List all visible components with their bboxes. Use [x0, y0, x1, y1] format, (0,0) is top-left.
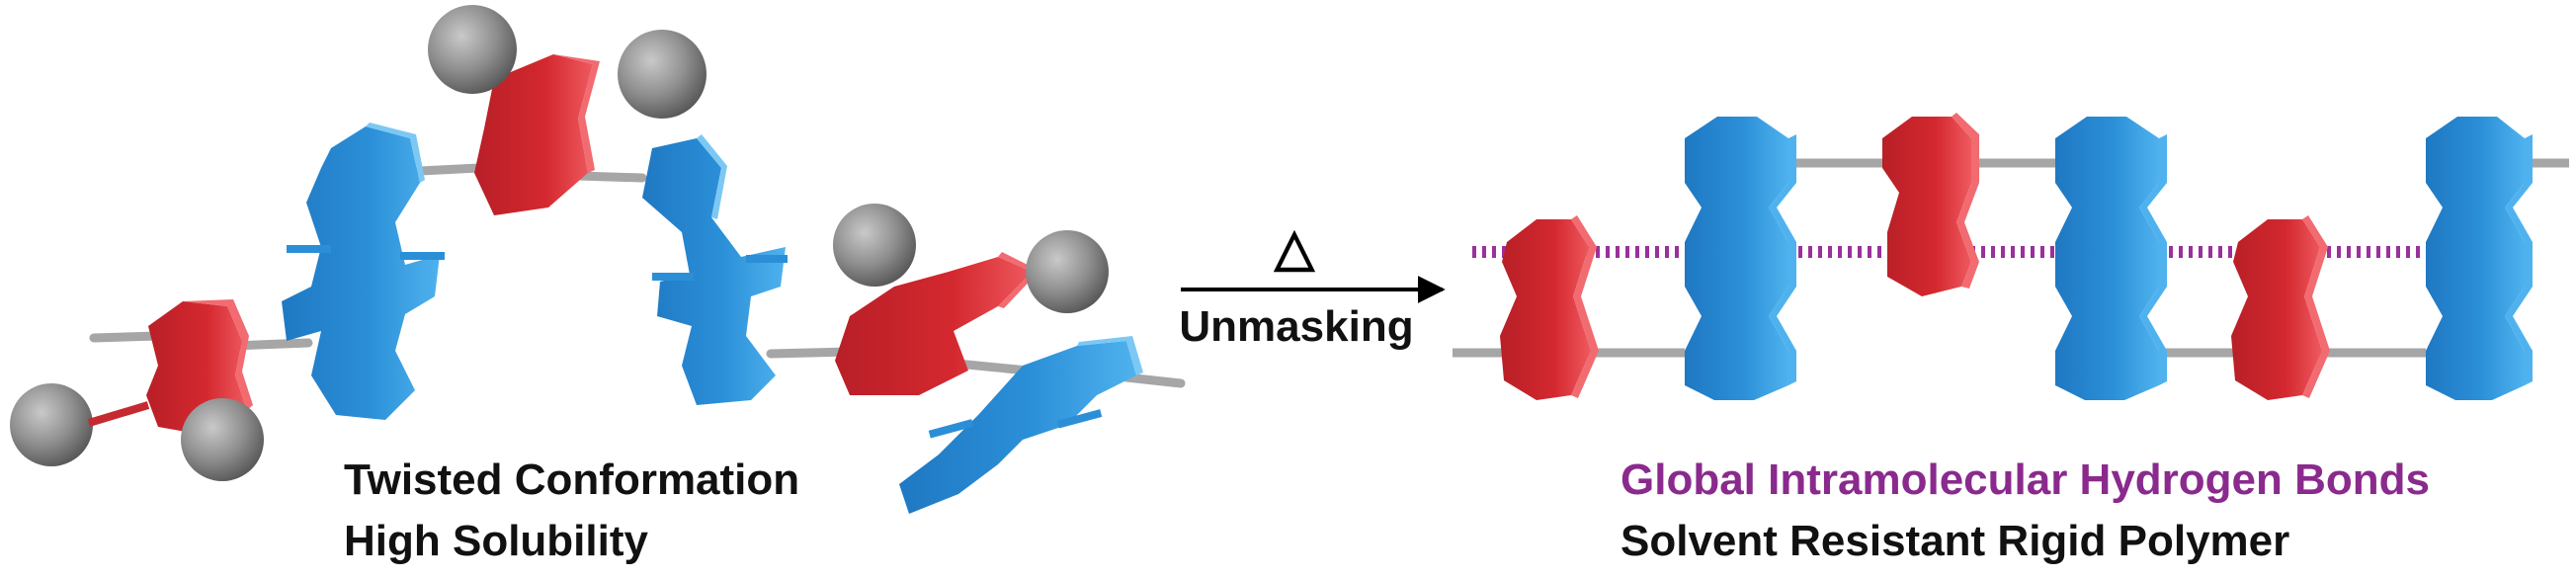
right-caption-line1: Global Intramolecular Hydrogen Bonds — [1620, 455, 2430, 504]
side-tab — [1056, 409, 1103, 429]
linker — [952, 359, 1033, 375]
linker — [89, 331, 163, 343]
right-caption-line2: Solvent Resistant Rigid Polymer — [1620, 517, 2289, 565]
blue-fused-ring-unit — [282, 123, 445, 420]
gray-sphere-protecting-group — [833, 204, 916, 287]
blue-fused-ring-unit — [1685, 117, 1796, 400]
gray-sphere-protecting-group — [618, 30, 706, 119]
left-caption-line2: High Solubility — [344, 517, 649, 565]
twisted-chain — [10, 5, 1186, 514]
side-tab — [746, 255, 788, 263]
gray-sphere-protecting-group — [181, 398, 264, 481]
gray-sphere-protecting-group — [10, 383, 93, 466]
planar-polymer — [1453, 113, 2569, 400]
reaction-arrow-group: △ Unmasking — [1179, 219, 1446, 351]
gray-sphere-protecting-group — [428, 5, 517, 94]
gray-sphere-protecting-group — [1026, 230, 1109, 313]
linker — [1122, 372, 1186, 388]
arrow-label: Unmasking — [1179, 302, 1413, 351]
side-tab — [287, 245, 331, 253]
linker — [87, 401, 150, 427]
blue-fused-ring-unit — [2426, 117, 2533, 400]
heat-triangle-icon: △ — [1273, 219, 1316, 277]
blue-fused-ring-unit — [2055, 117, 2167, 400]
blue-fused-ring-unit — [642, 134, 788, 405]
side-tab — [400, 252, 445, 260]
side-tab — [652, 273, 694, 281]
red-ring-unit — [1882, 113, 1979, 296]
linker — [573, 171, 647, 183]
side-tab — [928, 419, 974, 439]
blue-fused-ring-unit — [899, 336, 1143, 514]
linker — [415, 163, 484, 176]
red-ring-unit — [2231, 215, 2330, 400]
red-ring-unit — [474, 54, 600, 215]
red-ring-unit — [1500, 215, 1599, 400]
linker — [766, 347, 855, 359]
left-caption-line1: Twisted Conformation — [344, 455, 799, 504]
